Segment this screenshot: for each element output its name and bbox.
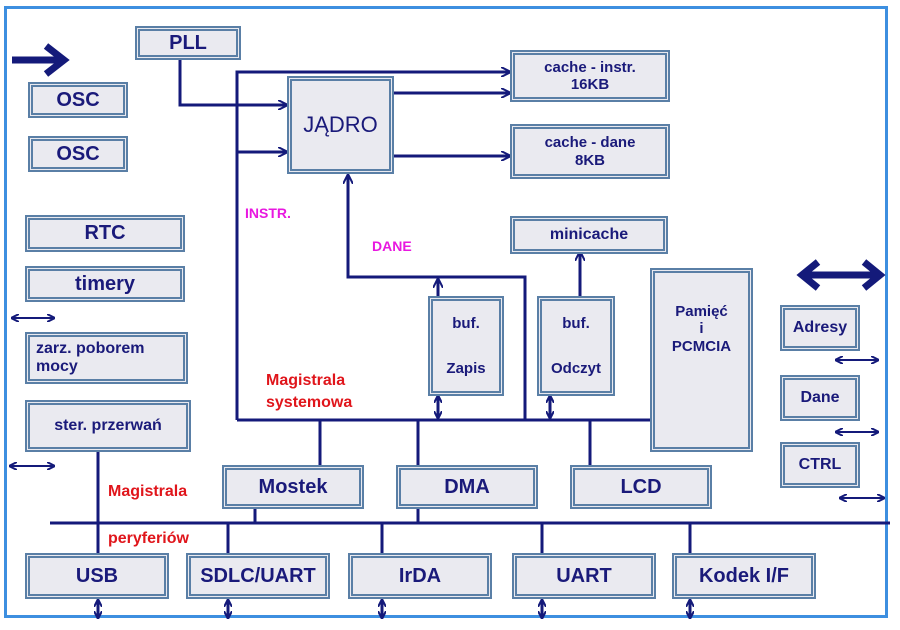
minicache-block: minicache bbox=[510, 216, 668, 254]
uart-label: UART bbox=[556, 564, 612, 587]
buf-zapis-block: buf. Zapis bbox=[428, 296, 504, 396]
irda-block: IrDA bbox=[348, 553, 492, 599]
wire-instr-bus bbox=[235, 72, 510, 420]
adresy-block: Adresy bbox=[780, 305, 860, 351]
peripheral-bus-label-1: Magistrala bbox=[108, 483, 188, 500]
uart-block: UART bbox=[512, 553, 656, 599]
osc-label: OSC bbox=[56, 142, 100, 165]
core-label: JĄDRO bbox=[303, 112, 378, 138]
osc-block-2: OSC bbox=[28, 136, 128, 172]
timery-block: timery bbox=[25, 266, 185, 302]
big-right-arrow bbox=[12, 43, 70, 77]
pll-label: PLL bbox=[169, 31, 207, 54]
ctrl-label: CTRL bbox=[798, 455, 842, 473]
timery-label: timery bbox=[74, 272, 136, 295]
irda-label: IrDA bbox=[398, 564, 442, 587]
mostek-block: Mostek bbox=[222, 465, 364, 509]
usb-label: USB bbox=[75, 564, 119, 587]
system-bus-label-2: systemowa bbox=[266, 394, 353, 411]
buf-zapis-label-2: Zapis bbox=[446, 359, 486, 377]
cache-instr-size: 16KB bbox=[570, 76, 610, 93]
dma-label: DMA bbox=[444, 475, 490, 498]
lcd-block: LCD bbox=[570, 465, 712, 509]
power-mgmt-block: zarz. poborem mocy bbox=[25, 332, 188, 384]
sdlc-uart-block: SDLC/UART bbox=[186, 553, 330, 599]
memory-label-2: i bbox=[699, 320, 704, 338]
instr-bus-label: INSTR. bbox=[245, 205, 291, 221]
rtc-label: RTC bbox=[84, 222, 126, 244]
wire-pll-core bbox=[178, 58, 287, 105]
cache-dane-label: cache - dane bbox=[544, 134, 636, 152]
mostek-label: Mostek bbox=[258, 475, 328, 498]
system-bus-label-1: Magistrala bbox=[266, 372, 346, 389]
sdlc-uart-label: SDLC/UART bbox=[200, 564, 316, 587]
buf-odczyt-block: buf. Odczyt bbox=[537, 296, 615, 396]
lcd-label: LCD bbox=[620, 475, 662, 498]
pll-block: PLL bbox=[135, 26, 241, 60]
big-double-arrow bbox=[796, 259, 886, 291]
kodek-block: Kodek I/F bbox=[672, 553, 816, 599]
rtc-block: RTC bbox=[25, 215, 185, 252]
usb-block: USB bbox=[25, 553, 169, 599]
osc-label: OSC bbox=[56, 88, 100, 111]
dane-block: Dane bbox=[780, 375, 860, 421]
osc-block-1: OSC bbox=[28, 82, 128, 118]
cache-instr-label: cache - instr. bbox=[544, 58, 636, 76]
interrupt-ctrl-label: ster. przerwań bbox=[54, 416, 162, 434]
minicache-label: minicache bbox=[549, 225, 629, 243]
dane-label: Dane bbox=[800, 388, 840, 406]
core-block: JĄDRO bbox=[287, 76, 394, 174]
cache-instr-block: cache - instr. 16KB bbox=[510, 50, 670, 102]
memory-label-3: PCMCIA bbox=[671, 337, 732, 355]
cache-dane-block: cache - dane 8KB bbox=[510, 124, 670, 179]
buf-zapis-label-1: buf. bbox=[452, 314, 480, 332]
buf-odczyt-label-1: buf. bbox=[562, 314, 590, 332]
adresy-label: Adresy bbox=[792, 318, 848, 336]
buf-odczyt-label-2: Odczyt bbox=[550, 359, 601, 377]
wire-data-path bbox=[348, 175, 527, 420]
dane-path-label: DANE bbox=[372, 238, 412, 254]
diagram-frame bbox=[4, 6, 888, 618]
cache-dane-size: 8KB bbox=[574, 151, 605, 169]
power-mgmt-label-1: zarz. poborem bbox=[36, 339, 145, 357]
memory-pcmcia-block: Pamięć i PCMCIA bbox=[650, 268, 753, 452]
memory-label-1: Pamięć bbox=[675, 303, 728, 320]
kodek-label: Kodek I/F bbox=[698, 564, 789, 587]
power-mgmt-label-2: mocy bbox=[36, 358, 78, 375]
interrupt-ctrl-block: ster. przerwań bbox=[25, 400, 191, 452]
peripheral-bus-label-2: peryferiów bbox=[108, 530, 189, 547]
dma-block: DMA bbox=[396, 465, 538, 509]
ctrl-block: CTRL bbox=[780, 442, 860, 488]
